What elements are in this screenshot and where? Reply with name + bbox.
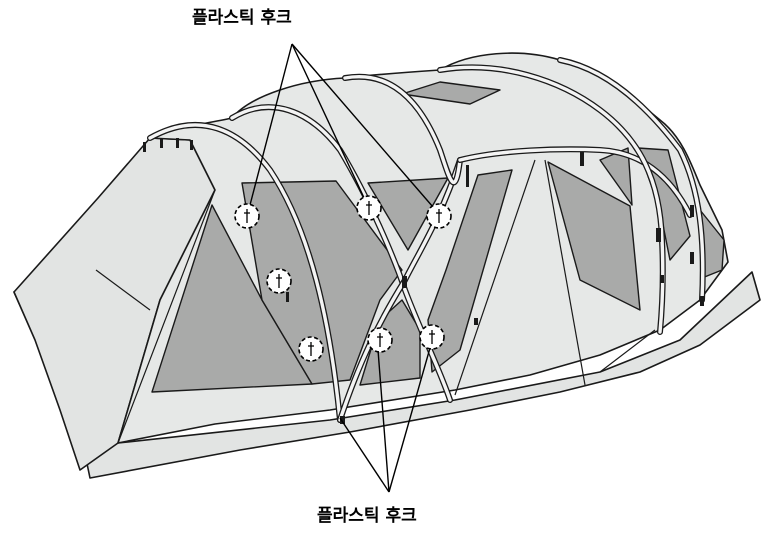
top-callout-label: 플라스틱 후크 [192, 7, 292, 28]
bottom-callout-label: 플라스틱 후크 [317, 505, 417, 526]
plastic-hook-icon [267, 269, 291, 293]
plastic-hook-icon [427, 204, 451, 228]
plastic-hook-icon [299, 337, 323, 361]
plastic-hook-icon [235, 204, 259, 228]
plastic-hook-icon [368, 328, 392, 352]
plastic-hook-icon [357, 196, 381, 220]
plastic-hook-icon [420, 325, 444, 349]
